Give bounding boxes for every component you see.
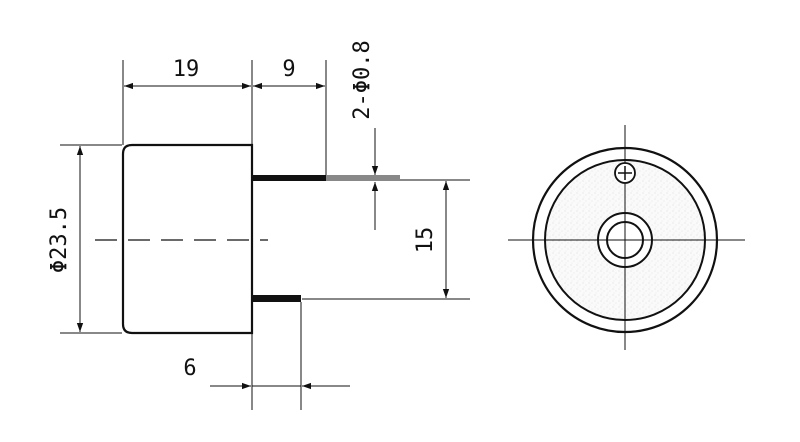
dim-body-length: 19 (173, 57, 200, 82)
dim-lead-diameter: 2-Φ0.8 (350, 40, 375, 119)
dim-body-diameter: Φ23.5 (47, 207, 72, 273)
buzzer-body-side (121, 143, 254, 335)
dim-lead-spacing: 15 (413, 227, 438, 254)
short-lead (252, 295, 301, 302)
dim-short-lead: 6 (183, 356, 196, 381)
long-lead (252, 175, 326, 181)
side-view: 19 9 2-Φ0.8 Φ23.5 15 6 (47, 40, 470, 410)
front-view (508, 125, 745, 350)
dim-lead-offset: 9 (282, 57, 295, 82)
